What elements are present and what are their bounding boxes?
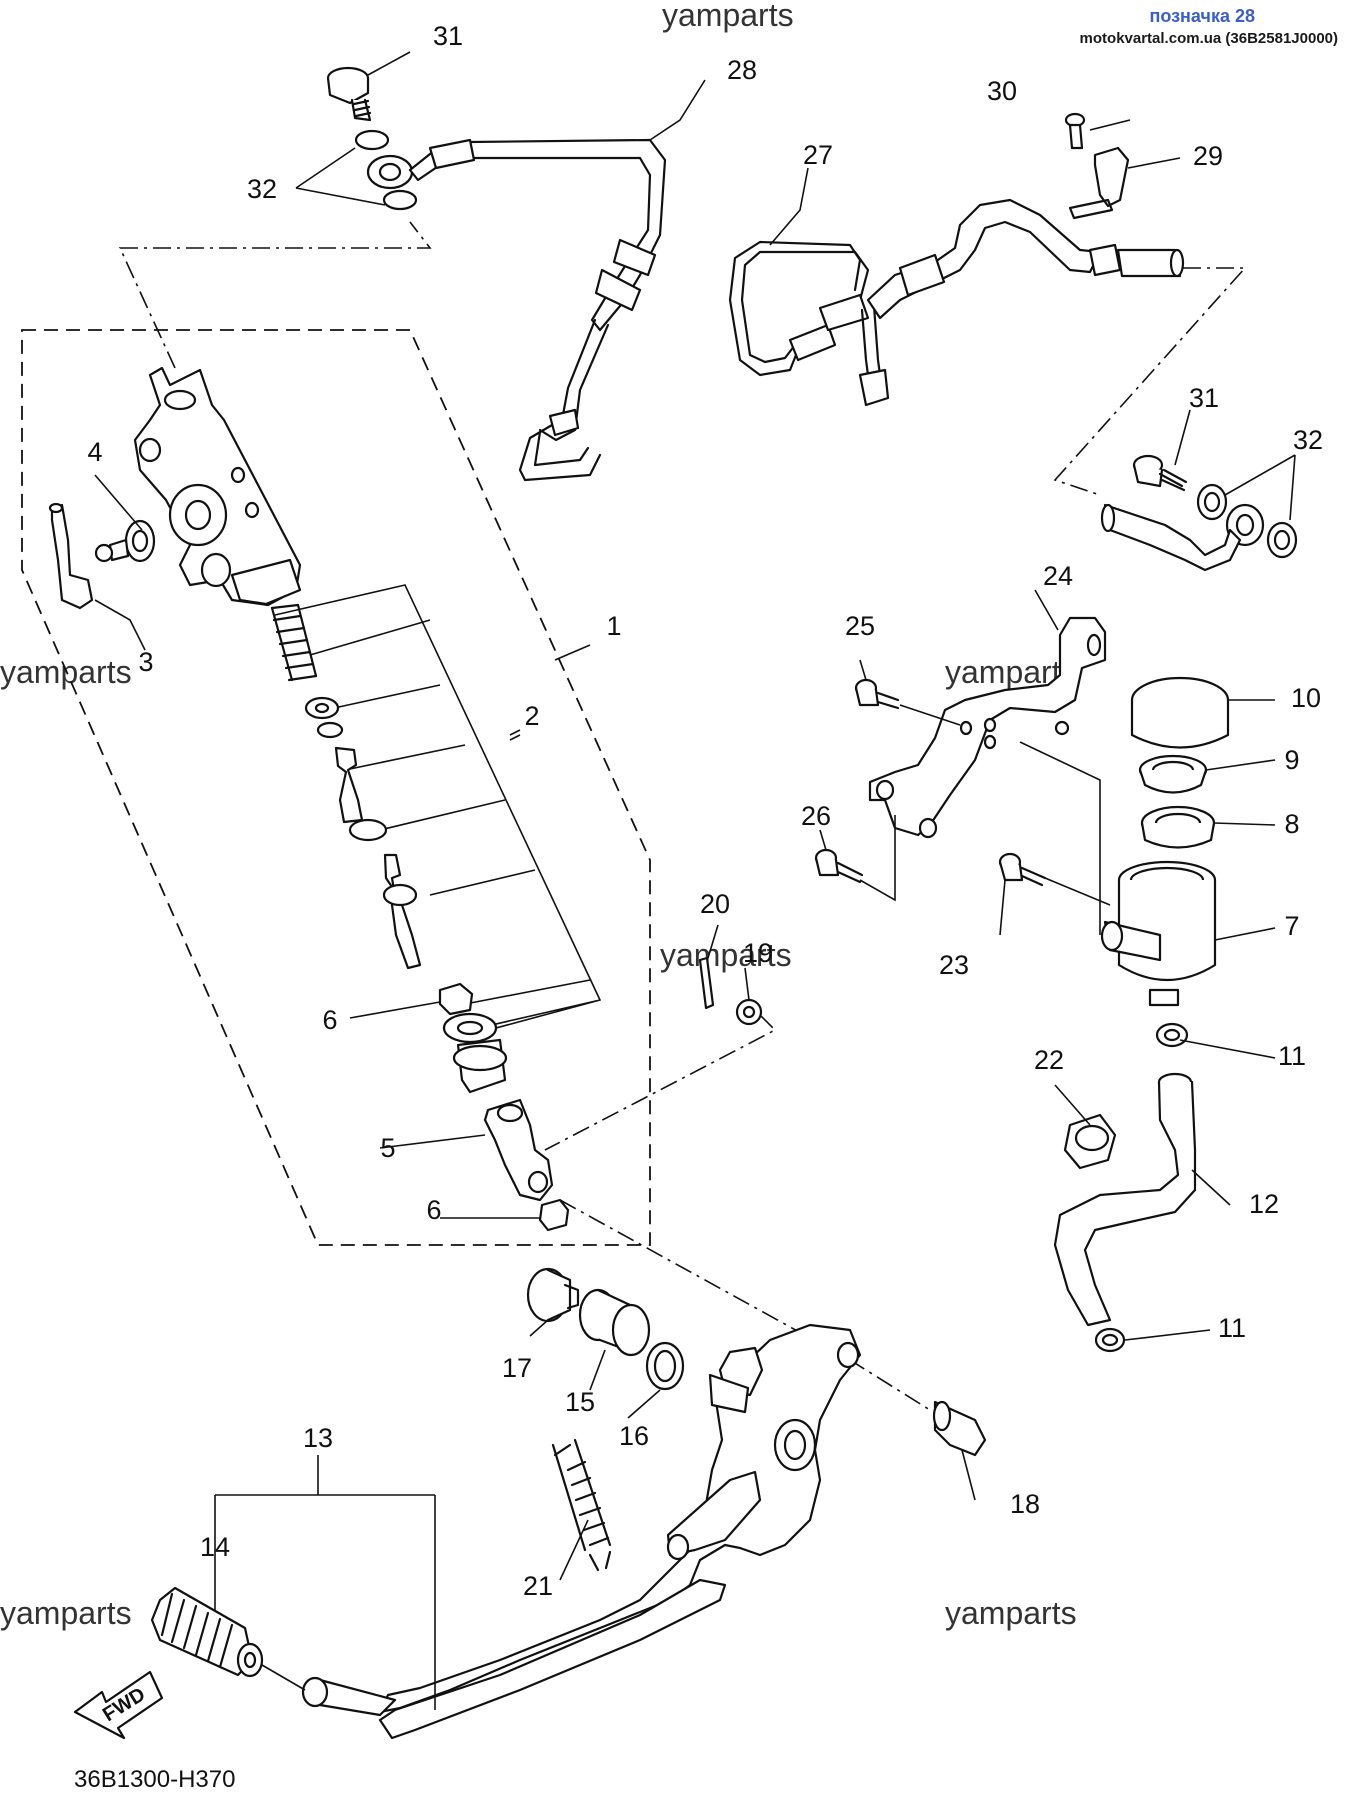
callout-29[interactable]: 29 <box>1193 141 1223 171</box>
bracket-item-13 <box>214 1455 436 1710</box>
bolt-23[interactable] <box>998 852 1047 887</box>
callout-19[interactable]: 19 <box>743 938 773 968</box>
callout-31-right[interactable]: 31 <box>1189 383 1219 413</box>
callout-17[interactable]: 17 <box>502 1353 532 1383</box>
diagram-code: 36B1300-H370 <box>74 1766 235 1793</box>
pipe-end-cap <box>1100 503 1116 533</box>
leader-lines <box>94 51 1296 1581</box>
banjo-bolt-right[interactable] <box>1132 454 1188 492</box>
callout-12[interactable]: 12 <box>1249 1189 1279 1219</box>
connector-pin-clevis <box>544 1014 777 1151</box>
diaphragm-plate[interactable] <box>1138 754 1208 794</box>
callout-13[interactable]: 13 <box>303 1423 333 1453</box>
hose-clip-upper[interactable] <box>1155 1022 1189 1048</box>
watermark-bottom-right: yamparts <box>945 1595 1077 1631</box>
callout-26[interactable]: 26 <box>801 801 831 831</box>
banjo-fitting-top[interactable] <box>366 154 414 190</box>
connector-line-cylinder-hose <box>118 221 432 369</box>
cotter-pin[interactable] <box>698 956 715 1010</box>
washer-right-1[interactable] <box>1196 483 1228 521</box>
clevis[interactable] <box>483 1098 554 1202</box>
washer-19[interactable] <box>735 998 763 1026</box>
callout-25[interactable]: 25 <box>845 611 875 641</box>
callout-5[interactable]: 5 <box>380 1133 395 1163</box>
boot-washer[interactable] <box>442 1012 508 1094</box>
callout-27[interactable]: 27 <box>803 140 833 170</box>
callout-20[interactable]: 20 <box>700 889 730 919</box>
bushing-bolt-17[interactable] <box>526 1267 580 1323</box>
o-ring-16[interactable] <box>645 1341 685 1391</box>
callout-4[interactable]: 4 <box>87 437 102 467</box>
watermark-bottom-left: yamparts <box>0 1595 132 1631</box>
callout-30[interactable]: 30 <box>987 76 1017 106</box>
piston-kit[interactable] <box>304 696 422 970</box>
piston-spring[interactable] <box>270 603 318 682</box>
callout-3[interactable]: 3 <box>138 647 153 677</box>
watermark-top: yamparts <box>662 0 794 33</box>
brake-pipe-end[interactable] <box>1103 503 1242 572</box>
washer-top-1[interactable] <box>354 129 390 151</box>
header-title[interactable]: позначка 28 <box>1149 6 1255 26</box>
bolt-25[interactable] <box>854 678 900 710</box>
leader-item-2 <box>509 734 521 741</box>
hose-clip-22[interactable] <box>1063 1113 1117 1170</box>
assembly-boundary <box>21 329 651 1246</box>
hose-clip-lower[interactable] <box>1094 1327 1126 1353</box>
bolt-26[interactable] <box>814 848 864 884</box>
callout-11-upper[interactable]: 11 <box>1278 1041 1306 1071</box>
pedal-rubber[interactable] <box>150 1586 264 1678</box>
reservoir-bracket[interactable] <box>868 616 1107 839</box>
diaphragm[interactable] <box>1140 805 1216 849</box>
callout-31-top[interactable]: 31 <box>433 21 463 51</box>
reservoir-tank[interactable] <box>1100 860 1217 1007</box>
screw-30[interactable] <box>1064 112 1086 150</box>
callout-16[interactable]: 16 <box>619 1421 649 1451</box>
callout-11-lower[interactable]: 11 <box>1218 1313 1246 1343</box>
connector-rubber-pedal <box>261 1664 306 1691</box>
callout-8[interactable]: 8 <box>1284 809 1299 839</box>
callout-2[interactable]: 2 <box>524 701 539 731</box>
nut-lower[interactable] <box>538 1198 570 1232</box>
bracket-item-2 <box>274 584 602 1036</box>
banjo-bolt-top[interactable] <box>326 66 372 122</box>
return-spring[interactable] <box>551 1438 612 1572</box>
callout-23[interactable]: 23 <box>939 950 969 980</box>
bracket-item-1 <box>554 644 591 661</box>
callout-7[interactable]: 7 <box>1284 911 1299 941</box>
hose-clamp-29[interactable] <box>1068 146 1130 220</box>
brake-hose-27[interactable] <box>728 198 1185 407</box>
watermark-center: yamparts <box>660 937 792 973</box>
callout-1[interactable]: 1 <box>606 611 621 641</box>
header-source-link[interactable]: motokvartal.com.ua (36B2581J0000) <box>1080 30 1338 47</box>
callout-10[interactable]: 10 <box>1291 683 1321 713</box>
callout-6-upper[interactable]: 6 <box>322 1005 337 1035</box>
washer-right-2[interactable] <box>1266 521 1298 559</box>
connector-line-hose-bolt <box>1053 267 1247 496</box>
callout-18[interactable]: 18 <box>1010 1489 1040 1519</box>
callout-9[interactable]: 9 <box>1284 745 1299 775</box>
hose-fitting[interactable] <box>94 519 156 563</box>
callout-32-right[interactable]: 32 <box>1293 425 1323 455</box>
nut-upper[interactable] <box>438 982 474 1016</box>
brake-pedal[interactable] <box>301 1323 862 1740</box>
forward-arrow-icon: FWD <box>73 1670 164 1740</box>
callout-21[interactable]: 21 <box>523 1571 553 1601</box>
reservoir-hose[interactable] <box>1053 1072 1197 1327</box>
brake-hose-28[interactable] <box>408 138 667 482</box>
callout-32-top[interactable]: 32 <box>247 174 277 204</box>
callout-14[interactable]: 14 <box>200 1532 230 1562</box>
bushing-15[interactable] <box>578 1288 651 1357</box>
fitting-pipe[interactable] <box>48 502 94 610</box>
connector-bracket-bolts <box>859 704 1111 935</box>
callout-24[interactable]: 24 <box>1043 561 1073 591</box>
washer-top-2[interactable] <box>382 189 418 211</box>
clevis-pin-18[interactable] <box>932 1400 987 1457</box>
callout-6-lower[interactable]: 6 <box>426 1195 441 1225</box>
callout-15[interactable]: 15 <box>565 1387 595 1417</box>
callout-28[interactable]: 28 <box>727 55 757 85</box>
callout-22[interactable]: 22 <box>1034 1045 1064 1075</box>
reservoir-cap[interactable] <box>1130 676 1230 749</box>
master-cylinder-body[interactable] <box>133 366 302 607</box>
